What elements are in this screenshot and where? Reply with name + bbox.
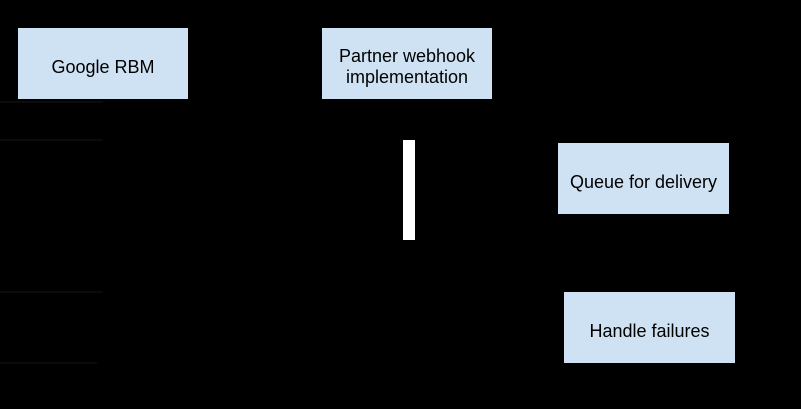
faint-arrow-line — [0, 291, 103, 293]
node-label: Handle failures — [589, 320, 710, 341]
faint-arrow-line — [0, 362, 97, 364]
lifeline-activation-bar — [403, 140, 415, 240]
faint-arrow-line — [0, 139, 103, 141]
node-partner-webhook-implementation: Partner webhook implementation — [322, 28, 492, 99]
node-label: Queue for delivery — [569, 171, 718, 192]
faint-arrow-line — [0, 101, 103, 103]
node-handle-failures: Handle failures — [564, 292, 735, 363]
node-label: Google RBM — [51, 56, 155, 77]
node-label: Partner webhook implementation — [338, 46, 476, 87]
node-google-rbm: Google RBM — [18, 28, 188, 99]
node-queue-for-delivery: Queue for delivery — [558, 143, 729, 214]
